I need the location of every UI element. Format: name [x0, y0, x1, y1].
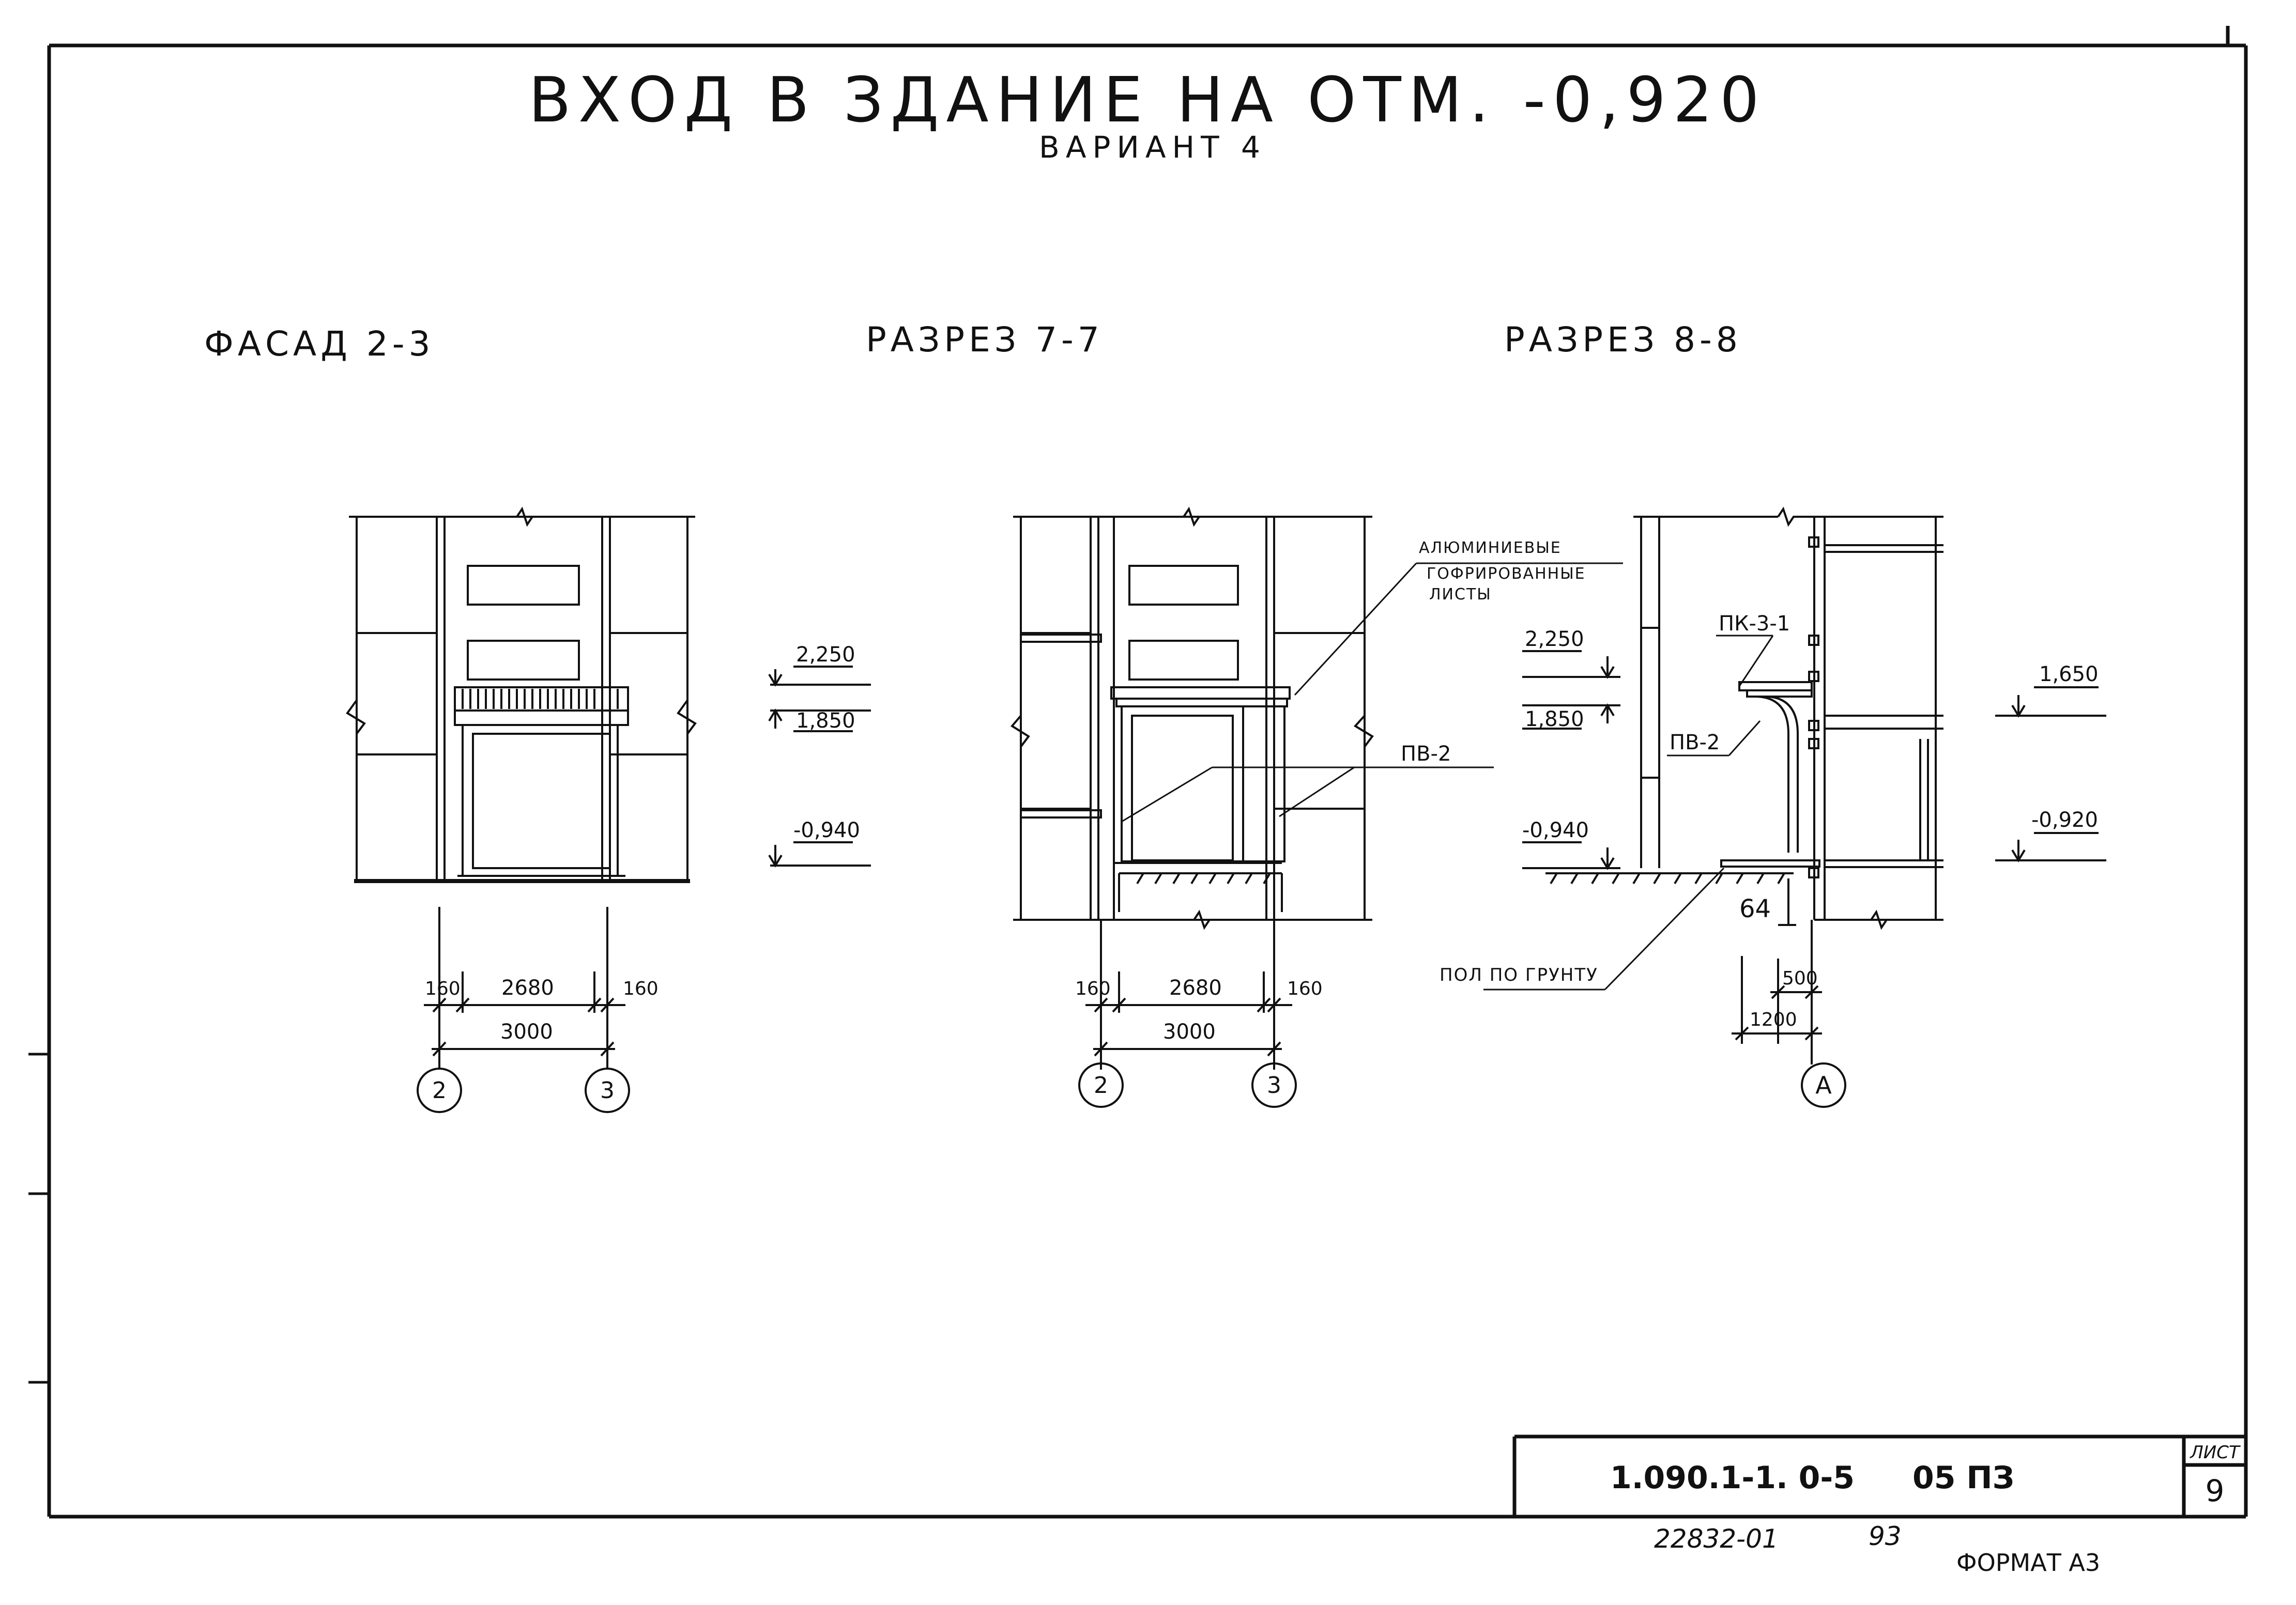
facade-axis-3: 3	[600, 1077, 615, 1104]
facade-level-minus-0940: -0,940	[793, 819, 860, 842]
facade-drawing	[346, 506, 697, 881]
facade-level-marks	[768, 666, 871, 868]
facade-level-2250: 2,250	[796, 643, 855, 667]
stamp-sheet-label: ЛИСТ	[2189, 1442, 2241, 1463]
stamp-code: 1.090.1-1. 0-5	[1610, 1460, 1855, 1496]
title-block	[1512, 1434, 2246, 1517]
section-8-8-dim-500: 500	[1782, 968, 1818, 989]
section-8-8-floor-note: ПОЛ ПО ГРУНТУ	[1440, 965, 1598, 985]
section-8-8-ground	[1545, 872, 1794, 885]
section-8-8-label: РАЗРЕЗ 8-8	[1504, 320, 1742, 360]
section-7-7-callout-pv2: ПВ-2	[1401, 742, 1451, 766]
facade-axis-2: 2	[432, 1077, 447, 1104]
facade-axis-markers	[417, 1068, 630, 1113]
footer-year: 93	[1869, 1521, 1902, 1551]
section-8-8-level-minus-0920: -0,920	[2031, 808, 2098, 832]
section-7-7-dimension-lines	[1085, 920, 1292, 1070]
section-8-8-level-minus-0940: -0,940	[1522, 819, 1589, 842]
section-7-7-axis-markers	[1078, 1062, 1297, 1108]
drawing-title: ВХОД В ЗДАНИЕ НА ОТМ. -0,920	[529, 65, 1767, 136]
facade-dim-left-160: 160	[425, 978, 461, 999]
section-8-8-drawing	[1633, 506, 1943, 930]
stamp-sheet-number: 9	[2206, 1473, 2225, 1508]
section-8-8-left-level-marks	[1522, 650, 1620, 870]
section-7-7-leaders	[1121, 562, 1623, 823]
section-7-7-axis-2: 2	[1094, 1072, 1108, 1099]
facade-dimension-lines	[424, 907, 625, 1070]
section-8-8-callout-pv2: ПВ-2	[1670, 731, 1720, 754]
section-8-8-leaders	[1483, 635, 1774, 991]
section-8-8-callout-pk31: ПК-3-1	[1719, 612, 1790, 636]
footer-format: ФОРМАТ А3	[1956, 1549, 2100, 1577]
drawing-subtitle: ВАРИАНТ 4	[1039, 130, 1266, 165]
section-7-7-note-line2: ГОФРИРОВАННЫЕ	[1427, 565, 1586, 583]
section-8-8-axis-a: А	[1815, 1071, 1832, 1099]
facade-level-1850: 1,850	[796, 709, 855, 733]
section-7-7-dim-left-160: 160	[1075, 978, 1111, 999]
section-7-7-note-line3: ЛИСТЫ	[1429, 585, 1492, 604]
stamp-section: 05 ПЗ	[1912, 1460, 2014, 1496]
section-8-8-right-level-marks	[1995, 686, 2106, 862]
facade-dim-2680: 2680	[501, 976, 554, 1000]
facade-dim-3000: 3000	[500, 1020, 553, 1044]
section-7-7-axis-3: 3	[1267, 1072, 1281, 1099]
section-8-8-dim-1200: 1200	[1750, 1009, 1797, 1030]
section-7-7-drawing	[1010, 506, 1374, 930]
facade-dim-right-160: 160	[623, 978, 659, 999]
section-8-8-level-1850: 1,850	[1525, 707, 1584, 731]
section-8-8-dim-64: 64	[1739, 894, 1771, 923]
facade-label: ФАСАД 2-3	[204, 324, 435, 364]
section-7-7-ground-hatch	[1136, 872, 1271, 885]
section-7-7-dim-2680: 2680	[1169, 976, 1222, 1000]
section-8-8-level-2250: 2,250	[1525, 627, 1584, 651]
section-7-7-label: РАЗРЕЗ 7-7	[866, 320, 1104, 360]
footer-inventory-number: 22832-01	[1654, 1524, 1779, 1554]
facade-canopy-ribs	[462, 689, 619, 709]
binding-ticks	[28, 1053, 49, 1384]
section-7-7-dim-right-160: 160	[1287, 978, 1323, 999]
section-7-7-dim-3000: 3000	[1163, 1020, 1216, 1044]
section-8-8-level-1650: 1,650	[2039, 662, 2099, 686]
section-7-7-note-line1: АЛЮМИНИЕВЫЕ	[1419, 539, 1562, 557]
sheet-frame	[47, 26, 2248, 1519]
section-8-8-dimension-lines	[1732, 878, 1846, 1108]
